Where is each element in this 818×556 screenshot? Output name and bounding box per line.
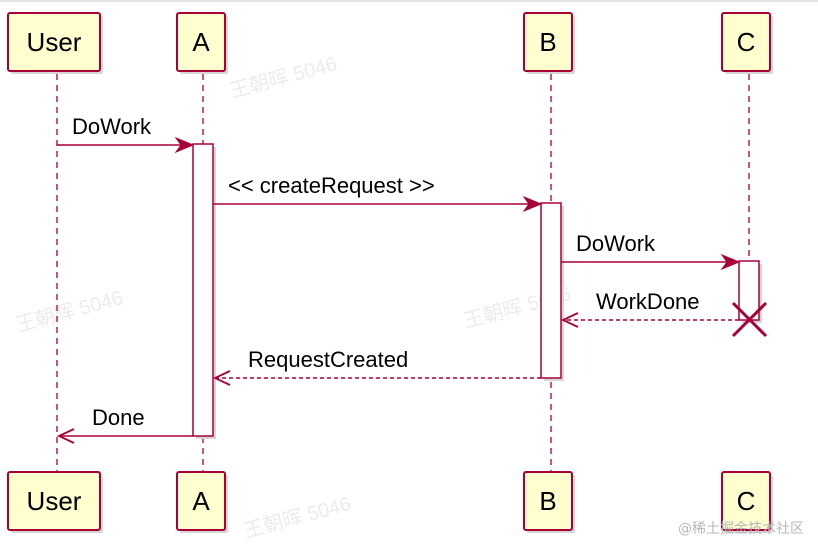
participant-label: User [27,27,82,57]
message-dowork-user-a: DoWork [57,114,195,154]
message-done-a-user: Done [56,405,193,444]
participant-label: B [539,486,556,516]
message-label: DoWork [576,231,656,256]
message-label: << createRequest >> [228,173,435,198]
watermark: 王朝晖 5046 [241,492,353,543]
participant-b-top: B [523,12,575,74]
participant-c-bottom: C [721,471,773,533]
participant-b-bottom: B [523,471,575,533]
watermark: 王朝晖 5046 [227,52,339,103]
message-requestcreated-b-a: RequestCreated [212,347,541,386]
destroy-marker-c [731,301,768,338]
participant-label: User [27,486,82,516]
activation-a [192,143,216,439]
participant-label: B [539,27,556,57]
message-label: Done [92,405,145,430]
top-border [0,0,818,2]
participant-label: C [737,486,756,516]
message-label: RequestCreated [248,347,408,372]
participant-c-top: C [721,12,773,74]
message-dowork-b-c: DoWork [561,231,741,271]
activation-c [738,260,762,323]
activation-b [540,202,564,381]
participant-label: A [192,486,210,516]
participant-user-top: User [7,12,103,74]
message-workdone-c-b: WorkDone [560,289,739,328]
participant-a-bottom: A [176,471,228,533]
site-credit: @稀土掘金技术社区 [678,521,804,537]
message-label: WorkDone [596,289,700,314]
watermark: 王朝晖 5046 [13,286,125,337]
participant-user-bottom: User [7,471,103,533]
participant-label: A [192,27,210,57]
participant-label: C [737,27,756,57]
message-createrequest-a-b: << createRequest >> [213,173,543,213]
message-label: DoWork [72,114,152,139]
participant-a-top: A [176,12,228,74]
